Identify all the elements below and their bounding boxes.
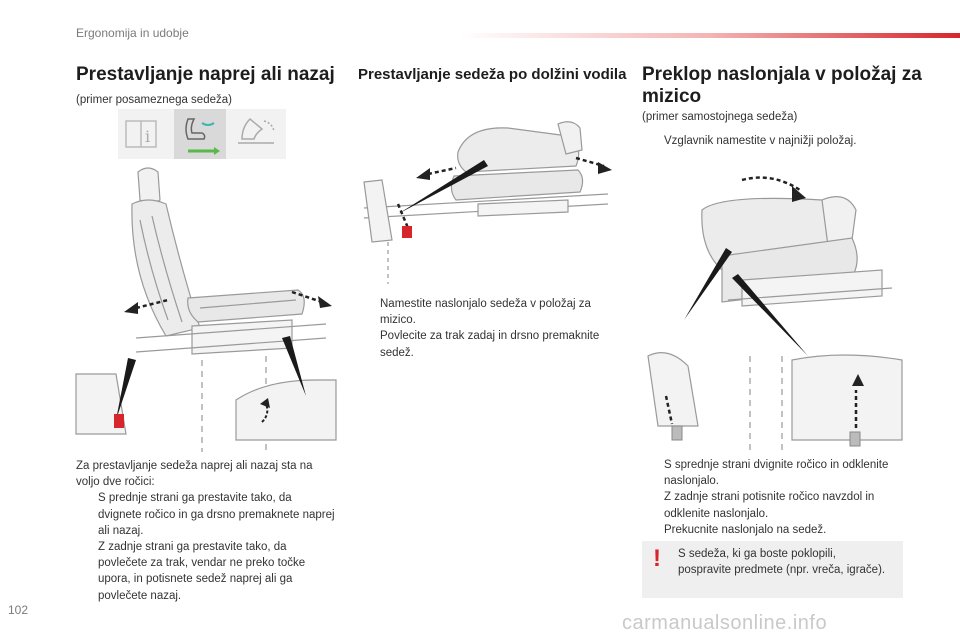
col3-body: S sprednje strani dvignite ročico in odk… — [642, 457, 907, 538]
col2-title: Prestavljanje sedeža po dolžini vodila — [358, 66, 627, 83]
svg-text:i: i — [145, 127, 150, 146]
seat-fold-icon — [238, 117, 275, 144]
col3-title: Preklop naslonjala v položaj za mizico — [642, 64, 922, 107]
book-icon: i — [125, 120, 157, 148]
seat-slide-illustration — [75, 167, 337, 452]
seat-fold-illustration — [647, 176, 903, 454]
list-item: S prednje strani ga prestavite tako, da … — [98, 492, 335, 537]
seat-adjust-icon — [174, 109, 226, 159]
list-item: Z zadnje strani potisnite ročico navzdol… — [664, 491, 875, 520]
list-item: S sprednje strani dvignite ročico in odk… — [664, 459, 889, 488]
list-item: Namestite naslonjalo sedeža v položaj za… — [380, 298, 591, 327]
col3-top-body: Vzglavnik namestite v najnižji položaj. — [642, 133, 922, 149]
col1-body: Za prestavljanje sedeža naprej ali nazaj… — [76, 458, 338, 604]
page-number: 102 — [8, 603, 29, 617]
header-accent-bar — [460, 33, 960, 38]
col3-subtitle: (primer samostojnega sedeža) — [642, 111, 798, 123]
warning-icon: ! — [653, 545, 661, 572]
section-header: Ergonomija in udobje — [76, 26, 189, 40]
col1-intro: Za prestavljanje sedeža naprej ali nazaj… — [76, 460, 313, 489]
col1-subtitle: (primer posameznega sedeža) — [76, 94, 232, 106]
list-item: Z zadnje strani ga prestavite tako, da p… — [98, 541, 306, 602]
warning-text: S sedeža, ki ga boste poklopili, posprav… — [678, 548, 886, 577]
watermark: carmanualsonline.info — [622, 612, 828, 634]
col1-title: Prestavljanje naprej ali nazaj — [76, 64, 335, 85]
list-item: Povlecite za trak zadaj in drsno premakn… — [380, 330, 600, 359]
seat-rail-illustration — [363, 121, 612, 284]
list-item: Vzglavnik namestite v najnižji položaj. — [664, 135, 857, 147]
col2-body: Namestite naslonjalo sedeža v položaj za… — [358, 296, 620, 361]
list-item: Prekucnite naslonjalo na sedež. — [664, 523, 827, 536]
warning-box: ! S sedeža, ki ga boste poklopili, pospr… — [642, 541, 903, 598]
icon-strip: i — [118, 109, 286, 159]
